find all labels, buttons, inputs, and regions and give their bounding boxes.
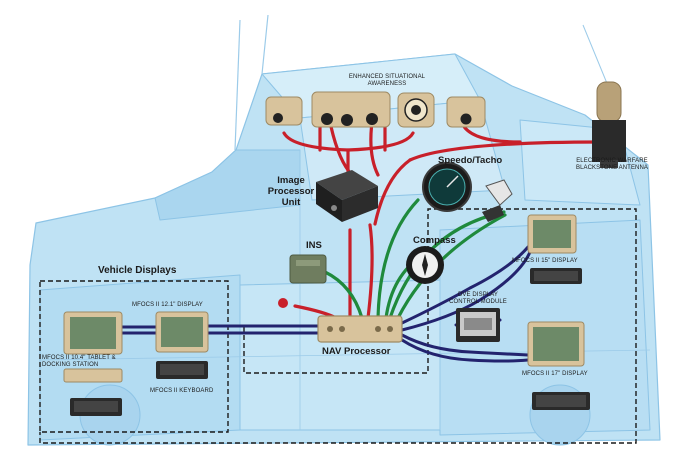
- nav-processor-label: NAV Processor: [322, 346, 391, 357]
- ins-label: INS: [306, 240, 322, 251]
- mfocs-104-label: MFOCS II 10.4" TABLET &DOCKING STATION: [42, 355, 116, 368]
- keyboard-label: MFOCS II KEYBOARD: [150, 388, 214, 394]
- camera-icon: [265, 96, 303, 126]
- red-connection-lines: [282, 120, 602, 320]
- vehicle-displays-region: [39, 280, 229, 433]
- display-icon: [155, 311, 209, 353]
- vehicle-displays-label: Vehicle Displays: [98, 265, 177, 276]
- nav-processor-icon: [317, 315, 403, 343]
- speedometer-icon: [422, 162, 472, 212]
- docking-station-icon: [63, 368, 123, 383]
- sensor-icon: [482, 179, 513, 222]
- compass-icon: [406, 246, 444, 284]
- dve-module-icon: [456, 308, 500, 342]
- keyboard-icon: [530, 268, 582, 284]
- ins-unit-icon: [289, 254, 327, 284]
- keyboard-icon: [70, 398, 122, 416]
- camera-icon: [311, 91, 391, 128]
- keyboard-icon: [532, 392, 590, 410]
- antenna-icon: [592, 81, 626, 168]
- speedo-label: Speedo/Tacho: [438, 155, 503, 166]
- keyboard-icon: [156, 361, 208, 379]
- red-node: [278, 298, 288, 308]
- camera-icon: [446, 96, 486, 128]
- image-processor-icon: [316, 170, 378, 222]
- compass-label: Compass: [413, 235, 456, 246]
- camera-icon: [397, 92, 435, 128]
- mfocs-17-label: MFOCS II 17" DISPLAY: [522, 371, 588, 377]
- display-icon: [527, 321, 585, 367]
- tablet-icon: [63, 311, 123, 355]
- mfocs-12-label: MFOCS II 12.1" DISPLAY: [132, 302, 203, 308]
- display-icon: [527, 214, 577, 254]
- front-displays-region: [39, 208, 637, 444]
- mfocs-15-label: MFOCS II 15" DISPLAY: [512, 258, 578, 264]
